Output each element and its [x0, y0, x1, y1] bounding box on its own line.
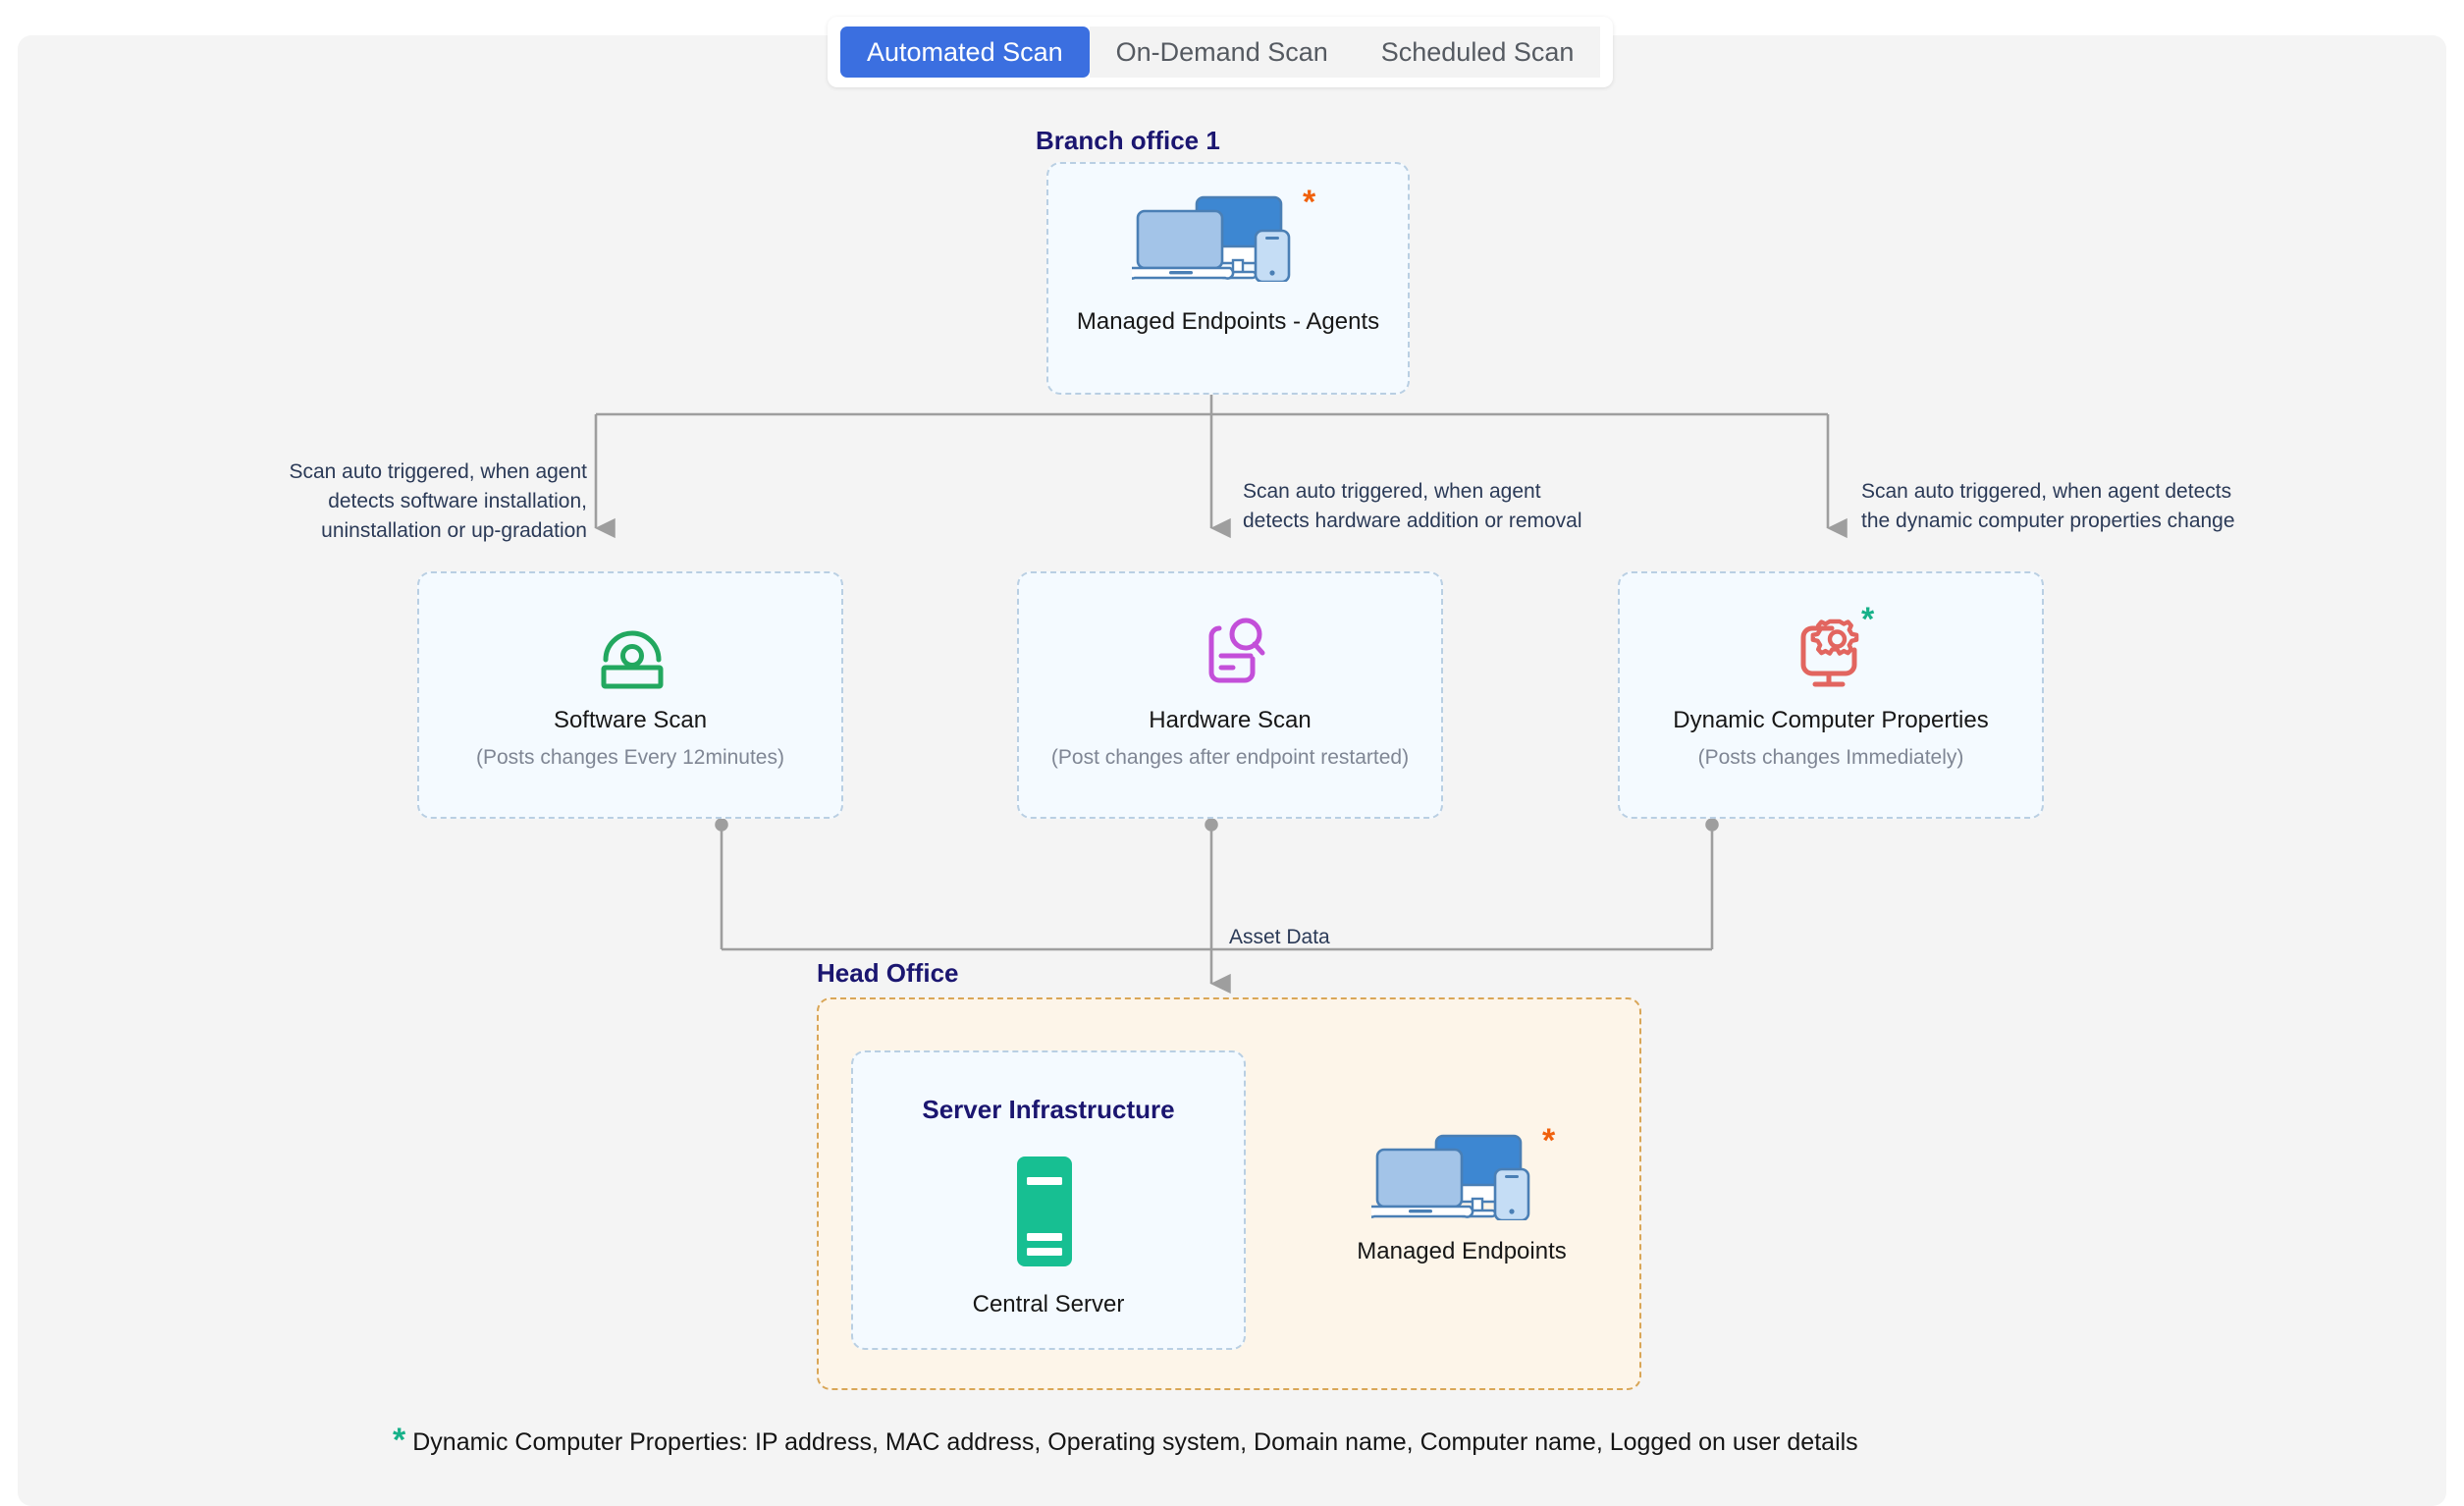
disc-icon [598, 615, 667, 696]
dynamic-properties-title: Dynamic Computer Properties [1673, 707, 1989, 733]
software-scan-subtitle: (Posts changes Every 12minutes) [476, 746, 784, 769]
monitor-gear-icon [1787, 613, 1867, 696]
edge-label-hardware: Scan auto triggered, when agent detects … [1243, 480, 1582, 532]
head-office-title: Head Office [817, 958, 959, 988]
head-office-box: Server Infrastructure Central Server [817, 997, 1641, 1390]
hardware-scan-subtitle: (Post changes after endpoint restarted) [1050, 746, 1410, 769]
software-scan-title: Software Scan [553, 707, 708, 733]
server-search-icon [1194, 615, 1266, 696]
branch-asterisk: * [1303, 184, 1316, 221]
dynamic-properties-asterisk: * [1861, 601, 1875, 638]
server-infrastructure-title: Server Infrastructure [922, 1095, 1175, 1124]
dynamic-properties-subtitle: (Posts changes Immediately) [1697, 746, 1964, 769]
server-tower-icon [1013, 1155, 1088, 1273]
tab-scheduled-scan[interactable]: Scheduled Scan [1354, 27, 1601, 78]
edge-label-asset-data: Asset Data [1229, 926, 1330, 948]
head-office-asterisk: * [1542, 1122, 1556, 1159]
branch-endpoint-label: Managed Endpoints - Agents [1076, 308, 1380, 335]
hardware-scan-box[interactable]: Hardware Scan (Post changes after endpoi… [1017, 571, 1443, 819]
dynamic-properties-box[interactable]: * Dynamic Computer Properties (Posts cha… [1618, 571, 2044, 819]
footnote-asterisk: * [393, 1422, 406, 1459]
devices-icon [1125, 195, 1309, 287]
footnote: * Dynamic Computer Properties: IP addres… [393, 1423, 1858, 1457]
branch-office-box: * Managed Endpoints - Agents [1046, 162, 1410, 395]
hardware-scan-title: Hardware Scan [1149, 707, 1312, 733]
head-office-devices-icon [1365, 1134, 1548, 1225]
edge-label-dynamic: Scan auto triggered, when agent detects … [1861, 480, 2235, 532]
edge-label-software: Scan auto triggered, when agent detects … [289, 460, 587, 542]
tab-on-demand-scan[interactable]: On-Demand Scan [1089, 27, 1355, 78]
tab-automated-scan[interactable]: Automated Scan [840, 27, 1090, 78]
central-server-label: Central Server [972, 1291, 1125, 1318]
managed-endpoints-label: Managed Endpoints [1357, 1238, 1567, 1264]
branch-office-title: Branch office 1 [1036, 126, 1220, 155]
scan-mode-tabbar: Automated Scan On-Demand Scan Scheduled … [828, 17, 1614, 87]
software-scan-box[interactable]: Software Scan (Posts changes Every 12min… [417, 571, 843, 819]
server-infrastructure-box: Server Infrastructure Central Server [851, 1050, 1246, 1350]
footnote-text: Dynamic Computer Properties: IP address,… [412, 1428, 1858, 1456]
